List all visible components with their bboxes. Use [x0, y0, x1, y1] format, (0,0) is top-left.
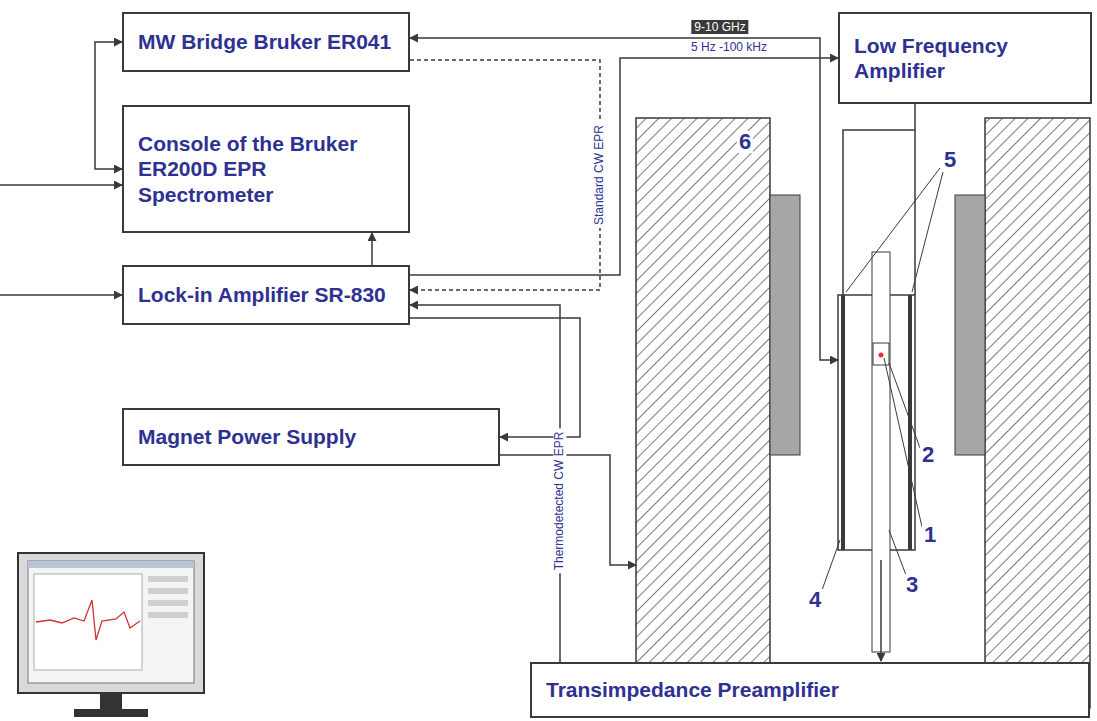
frequency-label: 9-10 GHz [691, 20, 748, 34]
signal-connector [410, 305, 560, 662]
callout-number: 1 [922, 524, 938, 546]
leader-line [889, 363, 920, 448]
callout-number: 3 [904, 574, 920, 596]
pole-piece [955, 195, 985, 455]
instrument-box: Lock-in Amplifier SR-830 [122, 265, 410, 325]
input-line [0, 184, 122, 186]
connector-label: Thermodetected CW EPR [553, 429, 566, 574]
magnet-current-line [500, 455, 636, 565]
instrument-box: Console of the Bruker ER200D EPR Spectro… [122, 105, 410, 233]
sample-holder [873, 343, 889, 365]
signal-connector [95, 42, 122, 169]
signal-connector [410, 58, 838, 275]
leader-line [822, 540, 840, 590]
box-label: Console of the Bruker ER200D EPR Spectro… [138, 131, 394, 207]
magnet-yoke [985, 118, 1090, 708]
instrument-box: Low Frequency Amplifier [838, 12, 1092, 104]
microwave-line [410, 38, 838, 360]
leader-line [884, 358, 922, 527]
box-label: Low Frequency Amplifier [854, 33, 1076, 83]
connector-label: Standard CW EPR [593, 122, 606, 228]
box-label: Magnet Power Supply [138, 424, 356, 449]
pole-piece [770, 195, 800, 455]
callout-number: 5 [942, 149, 958, 171]
instrument-box: Transimpedance Preamplifier [530, 662, 1090, 718]
magnet-yoke [636, 118, 770, 708]
callout-number: 4 [807, 589, 823, 611]
coil-wire [843, 104, 915, 295]
modulation-coil [841, 295, 845, 550]
computer-monitor [18, 553, 204, 717]
leader-line [846, 168, 943, 292]
sample [879, 353, 884, 358]
connector-label: 5 Hz -100 kHz [688, 41, 770, 54]
sensor-wire [880, 560, 882, 661]
box-label: MW Bridge Bruker ER041 [138, 29, 391, 54]
leader-line [889, 530, 906, 575]
signal-connector [410, 60, 600, 290]
callout-number: 2 [920, 444, 936, 466]
signal-connector [371, 233, 373, 265]
instrument-box: Magnet Power Supply [122, 408, 500, 466]
box-label: Lock-in Amplifier SR-830 [138, 282, 386, 307]
instrument-box: MW Bridge Bruker ER041 [122, 12, 410, 72]
callout-number: 6 [737, 131, 753, 153]
box-label: Transimpedance Preamplifier [546, 677, 839, 702]
modulation-coil [908, 295, 912, 550]
input-line [0, 294, 122, 296]
